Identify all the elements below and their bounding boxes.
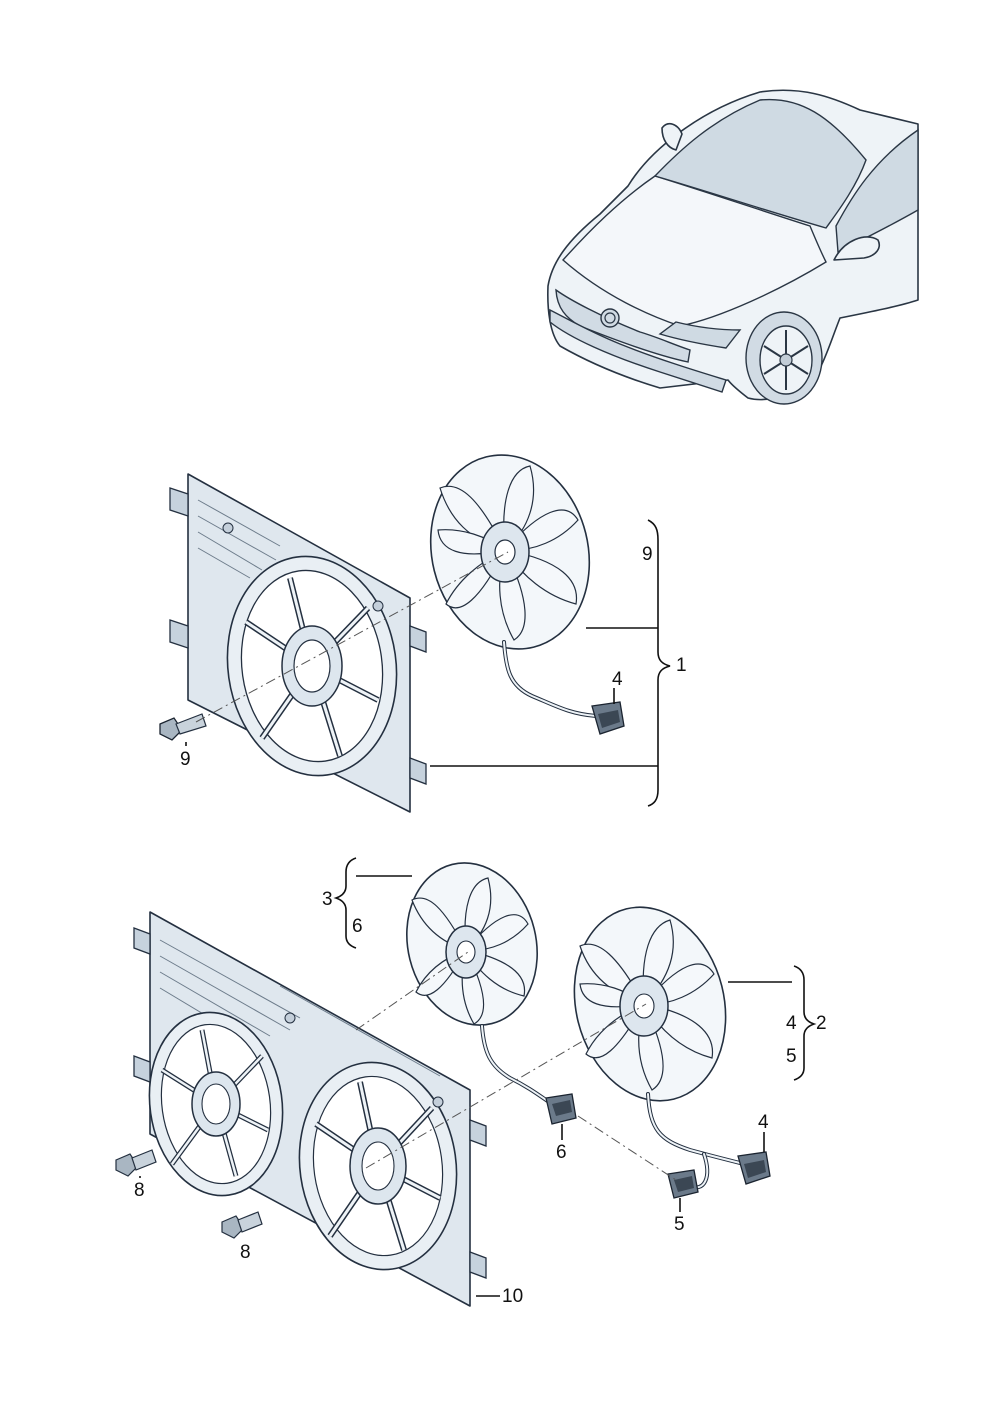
callout-3-small-fan: 3 [322,889,333,910]
callout-4-large-fan: 4 [786,1013,797,1034]
dual-fan-assembly [115,857,817,1307]
callout-8-bolt-a: 8 [134,1180,145,1201]
callout-4-top-connector: 4 [612,669,623,690]
single-fan-assembly [159,454,671,813]
dual-fan-bolt-a [115,1149,157,1177]
callout-5-connector: 5 [674,1214,685,1235]
vehicle-illustration [547,89,919,405]
callout-9-top-bracket: 9 [642,544,653,565]
callout-8-bolt-b: 8 [240,1242,251,1263]
callout-2-assembly: 2 [816,1013,827,1034]
callout-9-top-bolt: 9 [180,749,191,770]
dual-fan-large-motor [573,906,771,1199]
dual-fan-shroud [133,911,487,1307]
callout-6-small-fan: 6 [352,916,363,937]
callout-10-shroud: 10 [502,1286,523,1307]
single-fan-shroud [169,473,427,813]
callout-6-connector: 6 [556,1142,567,1163]
dual-fan-small-motor [406,862,577,1125]
single-fan-motor [429,454,625,735]
dual-fan-bolt-b [221,1211,263,1239]
single-fan-bolt [159,713,207,741]
callout-5-large-fan: 5 [786,1046,797,1067]
callout-4-connector: 4 [758,1112,769,1133]
callout-1-assembly: 1 [676,655,687,676]
